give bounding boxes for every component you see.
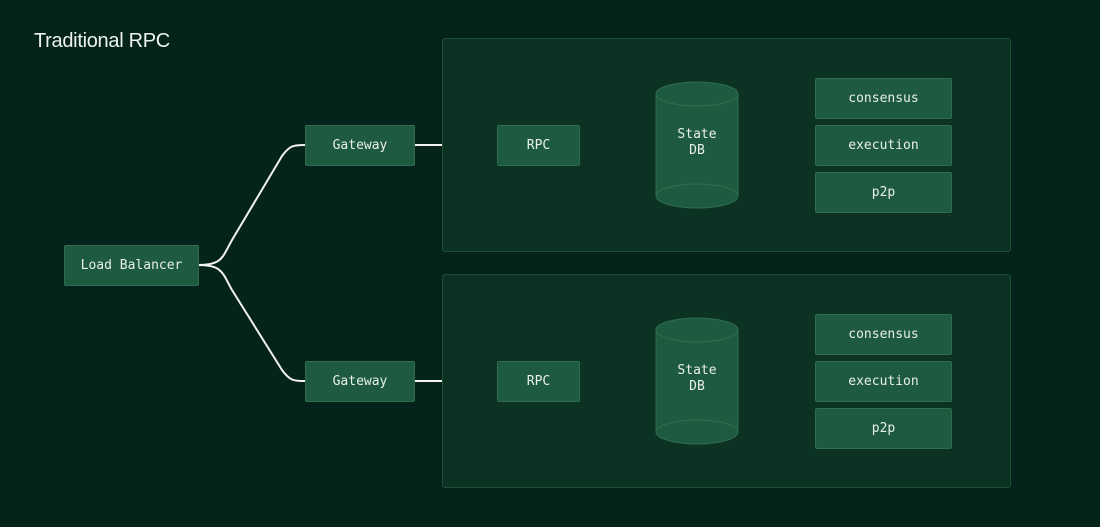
connector-lb-gateway-1 — [197, 144, 306, 266]
service-execution-1[interactable]: execution — [815, 125, 952, 166]
service-consensus-2[interactable]: consensus — [815, 314, 952, 355]
gateway-node-2[interactable]: Gateway — [305, 361, 415, 402]
db-label-line2: DB — [689, 143, 705, 158]
service-consensus-1[interactable]: consensus — [815, 78, 952, 119]
db-label-line1: State — [677, 127, 717, 142]
service-execution-2[interactable]: execution — [815, 361, 952, 402]
db-label-line1: State — [677, 363, 717, 378]
database-icon — [655, 317, 739, 445]
service-p2p-1[interactable]: p2p — [815, 172, 952, 213]
database-icon — [655, 81, 739, 209]
service-p2p-2[interactable]: p2p — [815, 408, 952, 449]
db-label-line2: DB — [689, 379, 705, 394]
rpc-node-1[interactable]: RPC — [497, 125, 580, 166]
diagram-title: Traditional RPC — [34, 30, 170, 52]
load-balancer-node[interactable]: Load Balancer — [64, 245, 199, 286]
rpc-node-2[interactable]: RPC — [497, 361, 580, 402]
gateway-node-1[interactable]: Gateway — [305, 125, 415, 166]
connector-lb-gateway-2 — [197, 264, 306, 382]
